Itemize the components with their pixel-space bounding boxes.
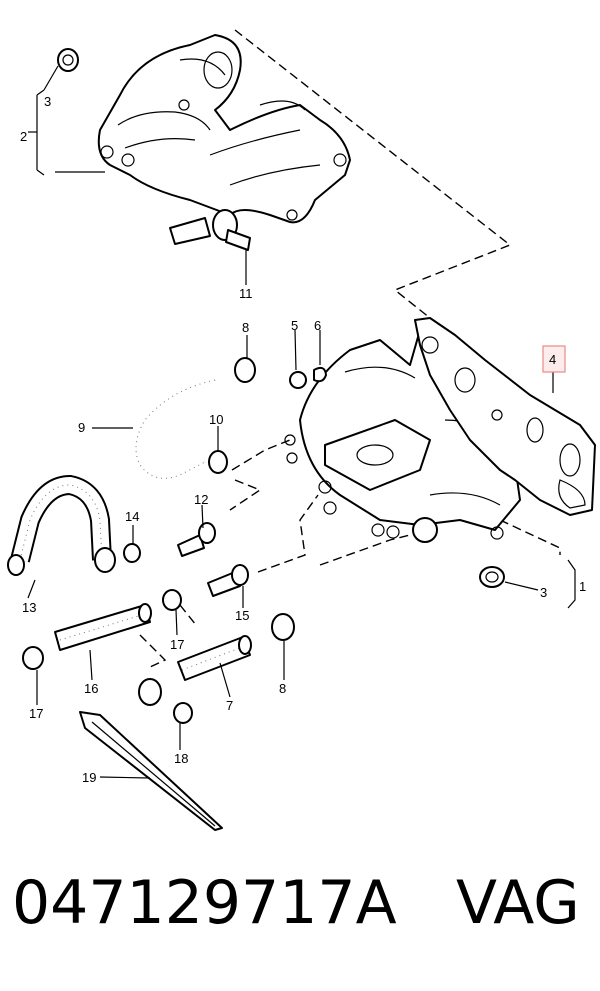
part-number: 047129717A — [12, 868, 397, 938]
callout-11: 11 — [239, 286, 253, 301]
callout-17-right: 17 — [170, 637, 184, 652]
callout-17-left: 17 — [29, 706, 43, 721]
clamp-part-18-b — [173, 702, 193, 724]
callout-16: 16 — [84, 681, 98, 696]
brand-name: VAG — [456, 868, 580, 938]
clip-part-14 — [123, 543, 141, 563]
hose-part-7 — [177, 635, 252, 681]
callout-9: 9 — [78, 420, 85, 435]
callout-7: 7 — [226, 698, 233, 713]
manifold-gasket — [414, 317, 596, 516]
hose-part-16 — [54, 603, 152, 651]
leader-lines — [27, 65, 576, 779]
hose-part-13 — [7, 474, 116, 576]
callout-13: 13 — [22, 600, 36, 615]
clamp-part-18-a — [138, 678, 162, 706]
callout-4-highlight — [542, 345, 566, 373]
callout-6: 6 — [314, 318, 321, 333]
exploded-parts-diagram: 1 2 3 3 4 5 6 7 8 8 9 10 11 12 13 14 15 … — [7, 29, 596, 831]
callout-19: 19 — [82, 770, 96, 785]
sleeve-part-5 — [289, 371, 307, 389]
sleeve-part-3-upper — [57, 48, 79, 72]
clip-part-6 — [313, 366, 327, 383]
callout-3-upper: 3 — [44, 94, 51, 109]
sleeve-part-3-lower — [479, 566, 505, 588]
cable-tie-part-19 — [79, 711, 223, 831]
callout-3-lower: 3 — [540, 585, 547, 600]
callout-8-upper: 8 — [242, 320, 249, 335]
callout-2: 2 — [20, 129, 27, 144]
assembly-dash-lines — [139, 29, 561, 669]
callout-5: 5 — [291, 318, 298, 333]
hose-part-9 — [129, 373, 217, 486]
clamp-part-10 — [208, 450, 228, 474]
callout-1: 1 — [579, 579, 586, 594]
clamp-part-8-lower — [271, 613, 295, 641]
callout-12: 12 — [194, 492, 208, 507]
callout-10: 10 — [209, 412, 223, 427]
clamp-part-8-upper — [234, 357, 256, 383]
callout-14: 14 — [125, 509, 139, 524]
clamps-and-fittings — [22, 357, 327, 724]
upper-intake-manifold — [97, 34, 351, 251]
clip-part-17-right — [162, 589, 182, 611]
callout-4: 4 — [549, 352, 556, 367]
callout-18: 18 — [174, 751, 188, 766]
callout-15: 15 — [235, 608, 249, 623]
connector-part-12 — [177, 534, 205, 557]
callout-labels: 1 2 3 3 4 5 6 7 8 8 9 10 11 12 13 14 15 … — [20, 94, 586, 785]
clip-part-17-left — [22, 646, 44, 670]
callout-8-lower: 8 — [279, 681, 286, 696]
